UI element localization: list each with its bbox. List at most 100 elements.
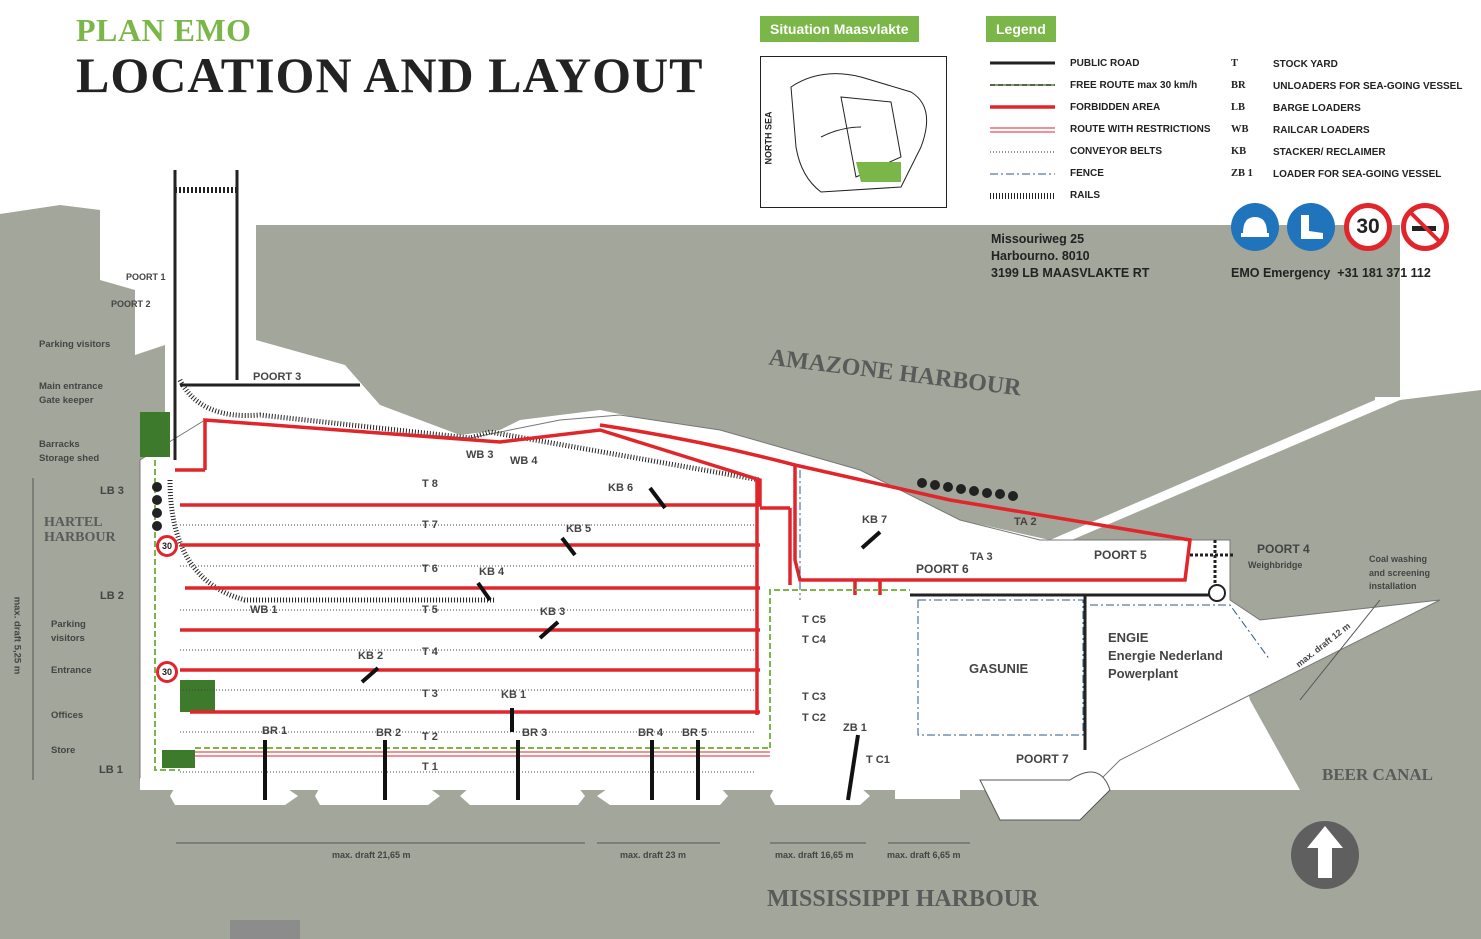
safety-boots-icon (1287, 203, 1335, 251)
speed-limit-value: 30 (1356, 215, 1380, 238)
hartel-harbour-label-2: HARBOUR (44, 530, 116, 545)
stockyard-label: TA 2 (1014, 516, 1037, 528)
stockpile-markers (152, 478, 1018, 531)
machine-label: WB 3 (466, 449, 494, 461)
entrance-label: Entrance (51, 665, 92, 676)
stockyard-label: T 7 (422, 519, 438, 531)
draft-label: max. draft 16,65 m (775, 850, 854, 860)
stockyard-label: T C5 (802, 614, 826, 626)
machine-label: LB 2 (100, 590, 124, 602)
abbr-code: WB (1231, 124, 1249, 135)
poort-1-label: POORT 1 (126, 272, 166, 282)
abbr-code: BR (1231, 80, 1246, 91)
machine-label: KB 5 (566, 523, 592, 535)
weighbridge-label: Weighbridge (1248, 560, 1303, 570)
machine-label: KB 1 (501, 689, 527, 701)
coal-label-3: installation (1369, 581, 1417, 591)
barracks-label: Barracks (39, 439, 80, 450)
fences (799, 470, 1271, 736)
coal-label-2: and screening (1369, 568, 1431, 578)
abbr-code: ZB 1 (1231, 168, 1253, 179)
machine-label: BR 4 (638, 727, 664, 739)
stockyard-label: T 8 (422, 478, 438, 490)
free-routes (154, 460, 910, 771)
stockyard-label: T C1 (866, 754, 890, 766)
poort-6-label: POORT 6 (916, 562, 969, 576)
abbr-code: LB (1231, 102, 1246, 113)
machine-label: BR 5 (682, 727, 708, 739)
north-arrow-icon (1291, 821, 1359, 889)
coal-label-1: Coal washing (1369, 554, 1428, 564)
offices-label: Offices (51, 710, 84, 721)
machine-label: BR 1 (262, 725, 288, 737)
poort-4-label: POORT 4 (1257, 542, 1310, 556)
emergency-contact: EMO Emergency +31 181 371 112 (1231, 266, 1431, 280)
abbr-label: RAILCAR LOADERS (1273, 125, 1370, 136)
beer-canal-label: BEER CANAL (1322, 765, 1433, 784)
helmet-icon (1231, 203, 1279, 251)
machine-label: BR 3 (522, 727, 548, 739)
speed-sign-value: 30 (161, 667, 172, 677)
emergency-phone: +31 181 371 112 (1337, 266, 1431, 280)
stackers (360, 486, 882, 684)
parking-visitors-label: Parking visitors (39, 339, 111, 350)
stockyard-label: T C4 (802, 634, 826, 646)
restricted-routes (195, 751, 770, 757)
abbr-label: STOCK YARD (1273, 59, 1338, 70)
machine-label: LB 1 (99, 764, 123, 776)
address-line: Missouriweg 25 (991, 232, 1085, 246)
hartel-harbour-label-1: HARTEL (44, 515, 103, 530)
address-line: Harbourno. 8010 (991, 249, 1090, 263)
stockyard-label: T C2 (802, 712, 826, 724)
speed-limit-30-icon: 30 (1344, 203, 1392, 251)
stockyard-label: T 2 (422, 731, 438, 743)
speed-sign-value: 30 (161, 541, 172, 551)
engie-label-3: Powerplant (1108, 666, 1179, 681)
green-facilities (140, 412, 215, 768)
poort-2-label: POORT 2 (111, 299, 151, 309)
page-title: LOCATION AND LAYOUT (76, 47, 704, 103)
machine-label: KB 6 (608, 482, 634, 494)
quay-pier (979, 771, 1111, 821)
inset-sea-label: NORTH SEA (763, 111, 774, 165)
address-line: 3199 LB MAASVLAKTE RT (991, 266, 1150, 280)
legend-fence: FENCE (1070, 168, 1104, 179)
unloader-cranes (263, 708, 860, 801)
storage-shed-label: Storage shed (39, 453, 100, 464)
machine-label: KB 3 (540, 606, 566, 618)
legend-public-road: PUBLIC ROAD (1070, 58, 1140, 69)
stockyard-label: TA 3 (970, 551, 993, 563)
store-label: Store (51, 745, 76, 756)
gate-keeper-label: Gate keeper (39, 395, 94, 406)
abbr-code: KB (1231, 146, 1247, 157)
engie-label-2: Energie Nederland (1108, 648, 1223, 663)
inset-label: Situation Maasvlakte (760, 16, 919, 42)
legend-free-route: FREE ROUTE max 30 km/h (1070, 80, 1198, 91)
speed-sign-icon: 30 (156, 661, 178, 683)
inset-map (760, 56, 947, 208)
machine-label: KB 7 (862, 514, 888, 526)
poort-7-label: POORT 7 (1016, 752, 1069, 766)
legend-label: Legend (986, 16, 1056, 42)
abbr-label: LOADER FOR SEA-GOING VESSEL (1273, 169, 1442, 180)
stockyard-label: T 5 (422, 604, 438, 616)
stockyard-label: T 1 (422, 761, 438, 773)
legend-conveyor: CONVEYOR BELTS (1070, 146, 1163, 157)
parking-visitors-label-2: visitors (51, 633, 85, 644)
forbidden-areas (175, 418, 1192, 715)
abbr-code: T (1231, 58, 1239, 69)
abbr-label: STACKER/ RECLAIMER (1273, 147, 1386, 158)
machine-label: BR 2 (376, 727, 402, 739)
draft-left-label: max. draft 5,25 m (11, 596, 23, 675)
stockyard-label: T 4 (422, 646, 438, 658)
machine-label: LB 3 (100, 485, 124, 497)
stockyard-label: T 3 (422, 688, 438, 700)
gasunie-label: GASUNIE (969, 661, 1029, 676)
emergency-label: EMO Emergency (1231, 266, 1331, 280)
public-roads (173, 170, 1210, 750)
draft-arrows (32, 478, 1381, 844)
parking-label: Parking (51, 619, 86, 630)
legend-rails: RAILS (1070, 190, 1100, 201)
